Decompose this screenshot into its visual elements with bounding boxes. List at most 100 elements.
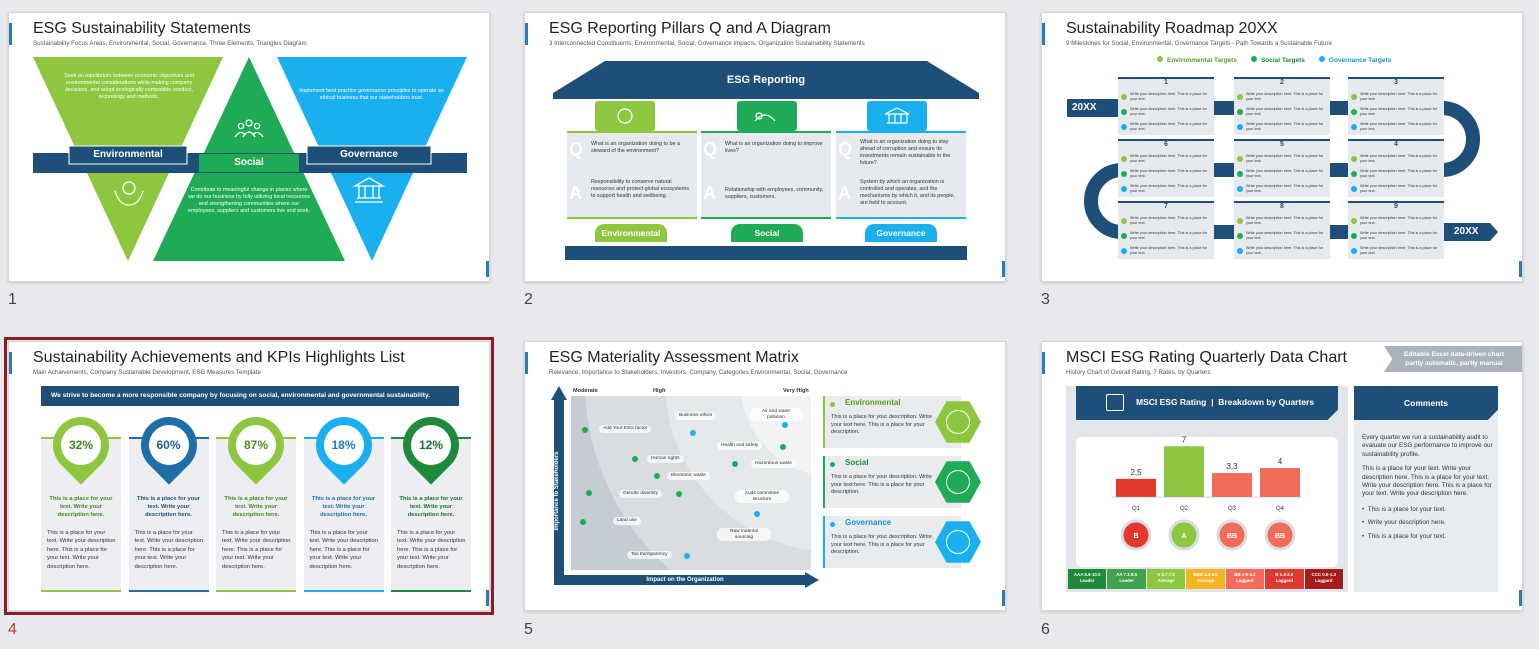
category-dot <box>830 462 835 467</box>
chart-panel-header: MSCI ESG Rating | Breakdown by Quarters <box>1076 386 1338 420</box>
start-label: 20XX <box>1072 102 1097 113</box>
slide-accent <box>486 261 489 277</box>
category-title: Governance <box>845 518 892 527</box>
target-dot <box>1237 155 1243 162</box>
target-dot <box>1351 185 1357 192</box>
target-text: Write your description here. This is a p… <box>1360 215 1438 225</box>
slide-thumbnail-6[interactable]: MSCI ESG Rating Quarterly Data Chart His… <box>1041 341 1523 611</box>
a-letter: A <box>703 183 716 203</box>
slide-title: ESG Reporting Pillars Q and A Diagram <box>549 20 831 37</box>
target-text: Write your description here. This is a p… <box>1246 168 1324 178</box>
target-text: Write your description here. This is a p… <box>1360 106 1438 116</box>
kpi-description: This is a place for your text. Write you… <box>47 530 116 570</box>
milestone-target: Write your description here. This is a p… <box>1348 166 1444 181</box>
target-dot <box>1237 217 1243 224</box>
milestone-number: 1 <box>1164 79 1168 86</box>
rating-badge-label: BB <box>1275 533 1285 540</box>
comments-text: Every quarter we run a sustainability au… <box>1362 434 1494 541</box>
triangles-diagram <box>33 57 467 261</box>
slide-thumbnail-1[interactable]: ESG Sustainability Statements Sustainabi… <box>8 12 490 282</box>
rating-scale-tier: Leader <box>1119 578 1134 583</box>
pillars-diagram <box>553 61 979 260</box>
slide-thumbnail-4[interactable]: Sustainability Achievements and KPIs Hig… <box>4 337 494 615</box>
milestone-number: 4 <box>1394 141 1398 148</box>
category-icon-circle <box>946 530 970 554</box>
comments-bullet: • This is a place for your text. <box>1362 532 1446 540</box>
roadmap-legend: Environmental Targets Social Targets Gov… <box>1157 56 1391 64</box>
target-text: Write your description here. This is a p… <box>1360 245 1438 255</box>
rating-scale-code: AAA 8.6-10.0 <box>1073 572 1101 577</box>
rating-scale-code: BBB 4.3-5.6 <box>1193 572 1218 577</box>
target-dot <box>1121 155 1127 162</box>
bar-value-label: 7 <box>1182 435 1187 444</box>
milestone-target: Write your description here. This is a p… <box>1234 243 1330 258</box>
rating-scale-code: CCC 0.0-1.3 <box>1311 572 1336 577</box>
milestone-target: Write your description here. This is a p… <box>1234 119 1330 134</box>
slide-thumbnail-2[interactable]: ESG Reporting Pillars Q and A Diagram 3 … <box>524 12 1006 282</box>
a-letter: A <box>838 183 851 203</box>
kpi-description: This is a place for your text. Write you… <box>134 530 204 570</box>
target-text: Write your description here. This is a p… <box>1360 121 1438 131</box>
rating-scale-tier: Laggard <box>1236 578 1254 583</box>
target-dot <box>1237 185 1243 192</box>
slide-accent <box>1519 590 1522 606</box>
comments-body: This is a place for your text. Write you… <box>1362 465 1492 498</box>
comments-intro: Every quarter we run a sustainability au… <box>1362 434 1493 458</box>
milestone-target: Write your description here. This is a p… <box>1234 89 1330 104</box>
target-dot <box>1121 217 1127 224</box>
category-dot <box>830 402 835 407</box>
slide-subtitle: Relevance, Importance to Stakeholders, I… <box>549 369 848 376</box>
target-text: Write your description here. This is a p… <box>1246 245 1324 255</box>
matrix-point-label: Add Your ESG factor <box>599 425 652 433</box>
category-hex-icon <box>935 521 981 563</box>
target-text: Write your description here. This is a p… <box>1360 91 1438 101</box>
kpi-card: 60%This is a place for your text. Write … <box>128 405 209 592</box>
matrix-point-label: Raw material sourcing <box>717 528 771 542</box>
target-dot <box>1121 232 1127 239</box>
comments-header: Comments <box>1354 386 1498 420</box>
environmental-text: Seek an equilibrium between economic obj… <box>64 73 194 100</box>
bar <box>1164 446 1204 497</box>
milestone-target: Write your description here. This is a p… <box>1348 89 1444 104</box>
environmental-label: Environmental <box>93 149 163 160</box>
governance-label: Governance <box>340 149 398 160</box>
chart-area <box>1076 437 1338 567</box>
milestone-target: Write your description here. This is a p… <box>1234 213 1330 228</box>
bar-value-label: 2,5 <box>1130 468 1142 477</box>
slide-thumbnail-5[interactable]: ESG Materiality Assessment Matrix Releva… <box>524 341 1006 611</box>
matrix-point-label: Land use <box>613 517 641 525</box>
slide-thumbnail-3[interactable]: Sustainability Roadmap 20XX 9 Milestones… <box>1041 12 1523 282</box>
bar <box>1116 478 1156 497</box>
slide-accent <box>486 590 489 606</box>
slide-accent <box>1519 261 1522 277</box>
target-dot <box>1351 93 1357 100</box>
milestone-target: Write your description here. This is a p… <box>1234 228 1330 243</box>
kpi-value: 12% <box>411 425 451 465</box>
kpi-value: 18% <box>323 425 364 465</box>
mission-banner: We strive to become a more responsible c… <box>41 386 459 406</box>
pillar-governance: Q What is an organization doing to stay … <box>836 135 966 219</box>
pillar-answer: System by which an organization is contr… <box>860 179 955 206</box>
target-dot <box>1351 108 1357 115</box>
target-dot <box>1121 170 1127 177</box>
kpi-headline: This is a place for your text. Write you… <box>311 496 376 518</box>
milestone-target: Write your description here. This is a p… <box>1234 104 1330 119</box>
matrix-point-label: Human rights <box>647 455 684 463</box>
kpi-headline: This is a place for your text. Write you… <box>136 496 201 518</box>
target-dot <box>1351 217 1357 224</box>
category-icon-circle <box>946 470 970 494</box>
milestone-number: 7 <box>1164 203 1168 210</box>
matrix-point-label: Audit committee structure <box>735 490 789 504</box>
legend-governance: Governance Targets <box>1318 56 1391 64</box>
matrix-point-label: Electronic waste <box>667 472 710 480</box>
kpi-card: 12%This is a place for your text. Write … <box>391 405 471 592</box>
